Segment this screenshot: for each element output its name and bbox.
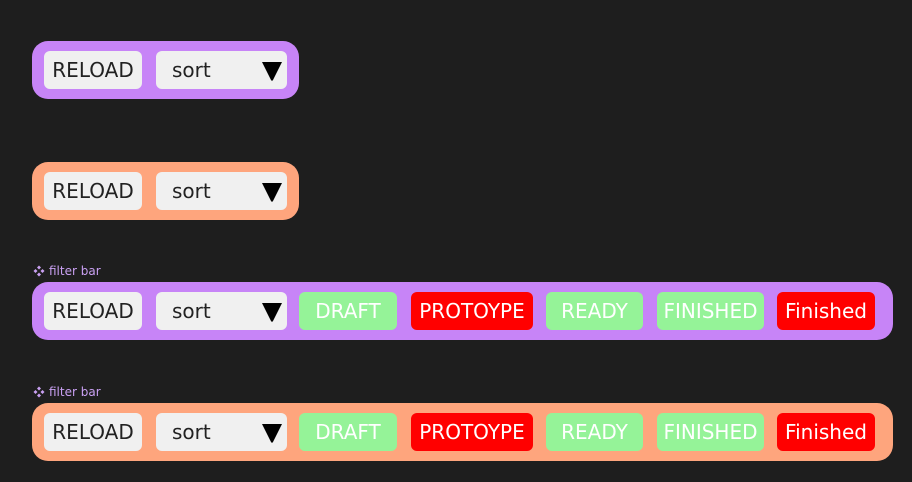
tag-finished[interactable]: FINISHED bbox=[657, 413, 764, 451]
caret-down-icon bbox=[262, 424, 282, 443]
tag-prototype[interactable]: PROTOYPE bbox=[411, 413, 533, 451]
component-diamond-icon bbox=[33, 265, 45, 277]
component-label-text: filter bar bbox=[49, 264, 101, 278]
component-label-text: filter bar bbox=[49, 385, 101, 399]
component-diamond-icon bbox=[33, 386, 45, 398]
sort-label: sort bbox=[172, 420, 211, 444]
tag-finished-red[interactable]: Finished bbox=[777, 292, 875, 330]
sort-label: sort bbox=[172, 179, 211, 203]
reload-button[interactable]: RELOAD bbox=[44, 51, 142, 89]
sort-dropdown[interactable]: sort bbox=[156, 413, 287, 451]
tag-finished-red[interactable]: Finished bbox=[777, 413, 875, 451]
tag-ready[interactable]: READY bbox=[546, 292, 643, 330]
tag-prototype[interactable]: PROTOYPE bbox=[411, 292, 533, 330]
component-label: filter bar bbox=[33, 384, 101, 400]
tag-draft[interactable]: DRAFT bbox=[299, 413, 397, 451]
sort-dropdown[interactable]: sort bbox=[156, 172, 287, 210]
tag-ready[interactable]: READY bbox=[546, 413, 643, 451]
sort-dropdown[interactable]: sort bbox=[156, 292, 287, 330]
tag-draft[interactable]: DRAFT bbox=[299, 292, 397, 330]
component-label: filter bar bbox=[33, 263, 101, 279]
filter-bar-small-purple: RELOAD sort bbox=[32, 41, 299, 99]
reload-button[interactable]: RELOAD bbox=[44, 172, 142, 210]
tag-finished[interactable]: FINISHED bbox=[657, 292, 764, 330]
caret-down-icon bbox=[262, 183, 282, 202]
sort-dropdown[interactable]: sort bbox=[156, 51, 287, 89]
sort-label: sort bbox=[172, 299, 211, 323]
reload-button[interactable]: RELOAD bbox=[44, 292, 142, 330]
filter-bar-full-purple: RELOAD sort DRAFT PROTOYPE READY FINISHE… bbox=[32, 282, 893, 340]
sort-label: sort bbox=[172, 58, 211, 82]
caret-down-icon bbox=[262, 303, 282, 322]
caret-down-icon bbox=[262, 62, 282, 81]
filter-bar-full-orange: RELOAD sort DRAFT PROTOYPE READY FINISHE… bbox=[32, 403, 893, 461]
reload-button[interactable]: RELOAD bbox=[44, 413, 142, 451]
filter-bar-small-orange: RELOAD sort bbox=[32, 162, 299, 220]
